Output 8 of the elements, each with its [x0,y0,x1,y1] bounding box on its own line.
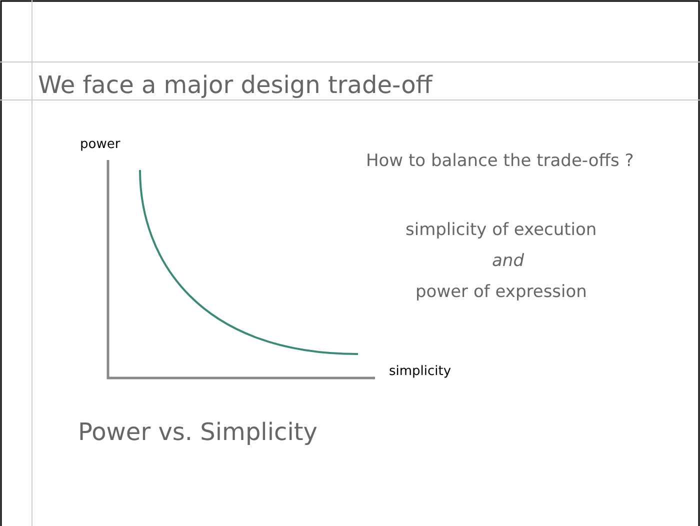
axis-label: simplicity [389,364,452,379]
chart-caption: Power vs. Simplicity [78,418,318,446]
body-text: simplicity of execution [406,220,597,240]
slide-title: We face a major design trade-off [38,71,432,99]
axis-label: power [80,137,120,152]
question-text: How to balance the trade-offs ? [366,151,634,171]
body-text: and [492,251,524,271]
body-text: power of expression [416,282,587,302]
